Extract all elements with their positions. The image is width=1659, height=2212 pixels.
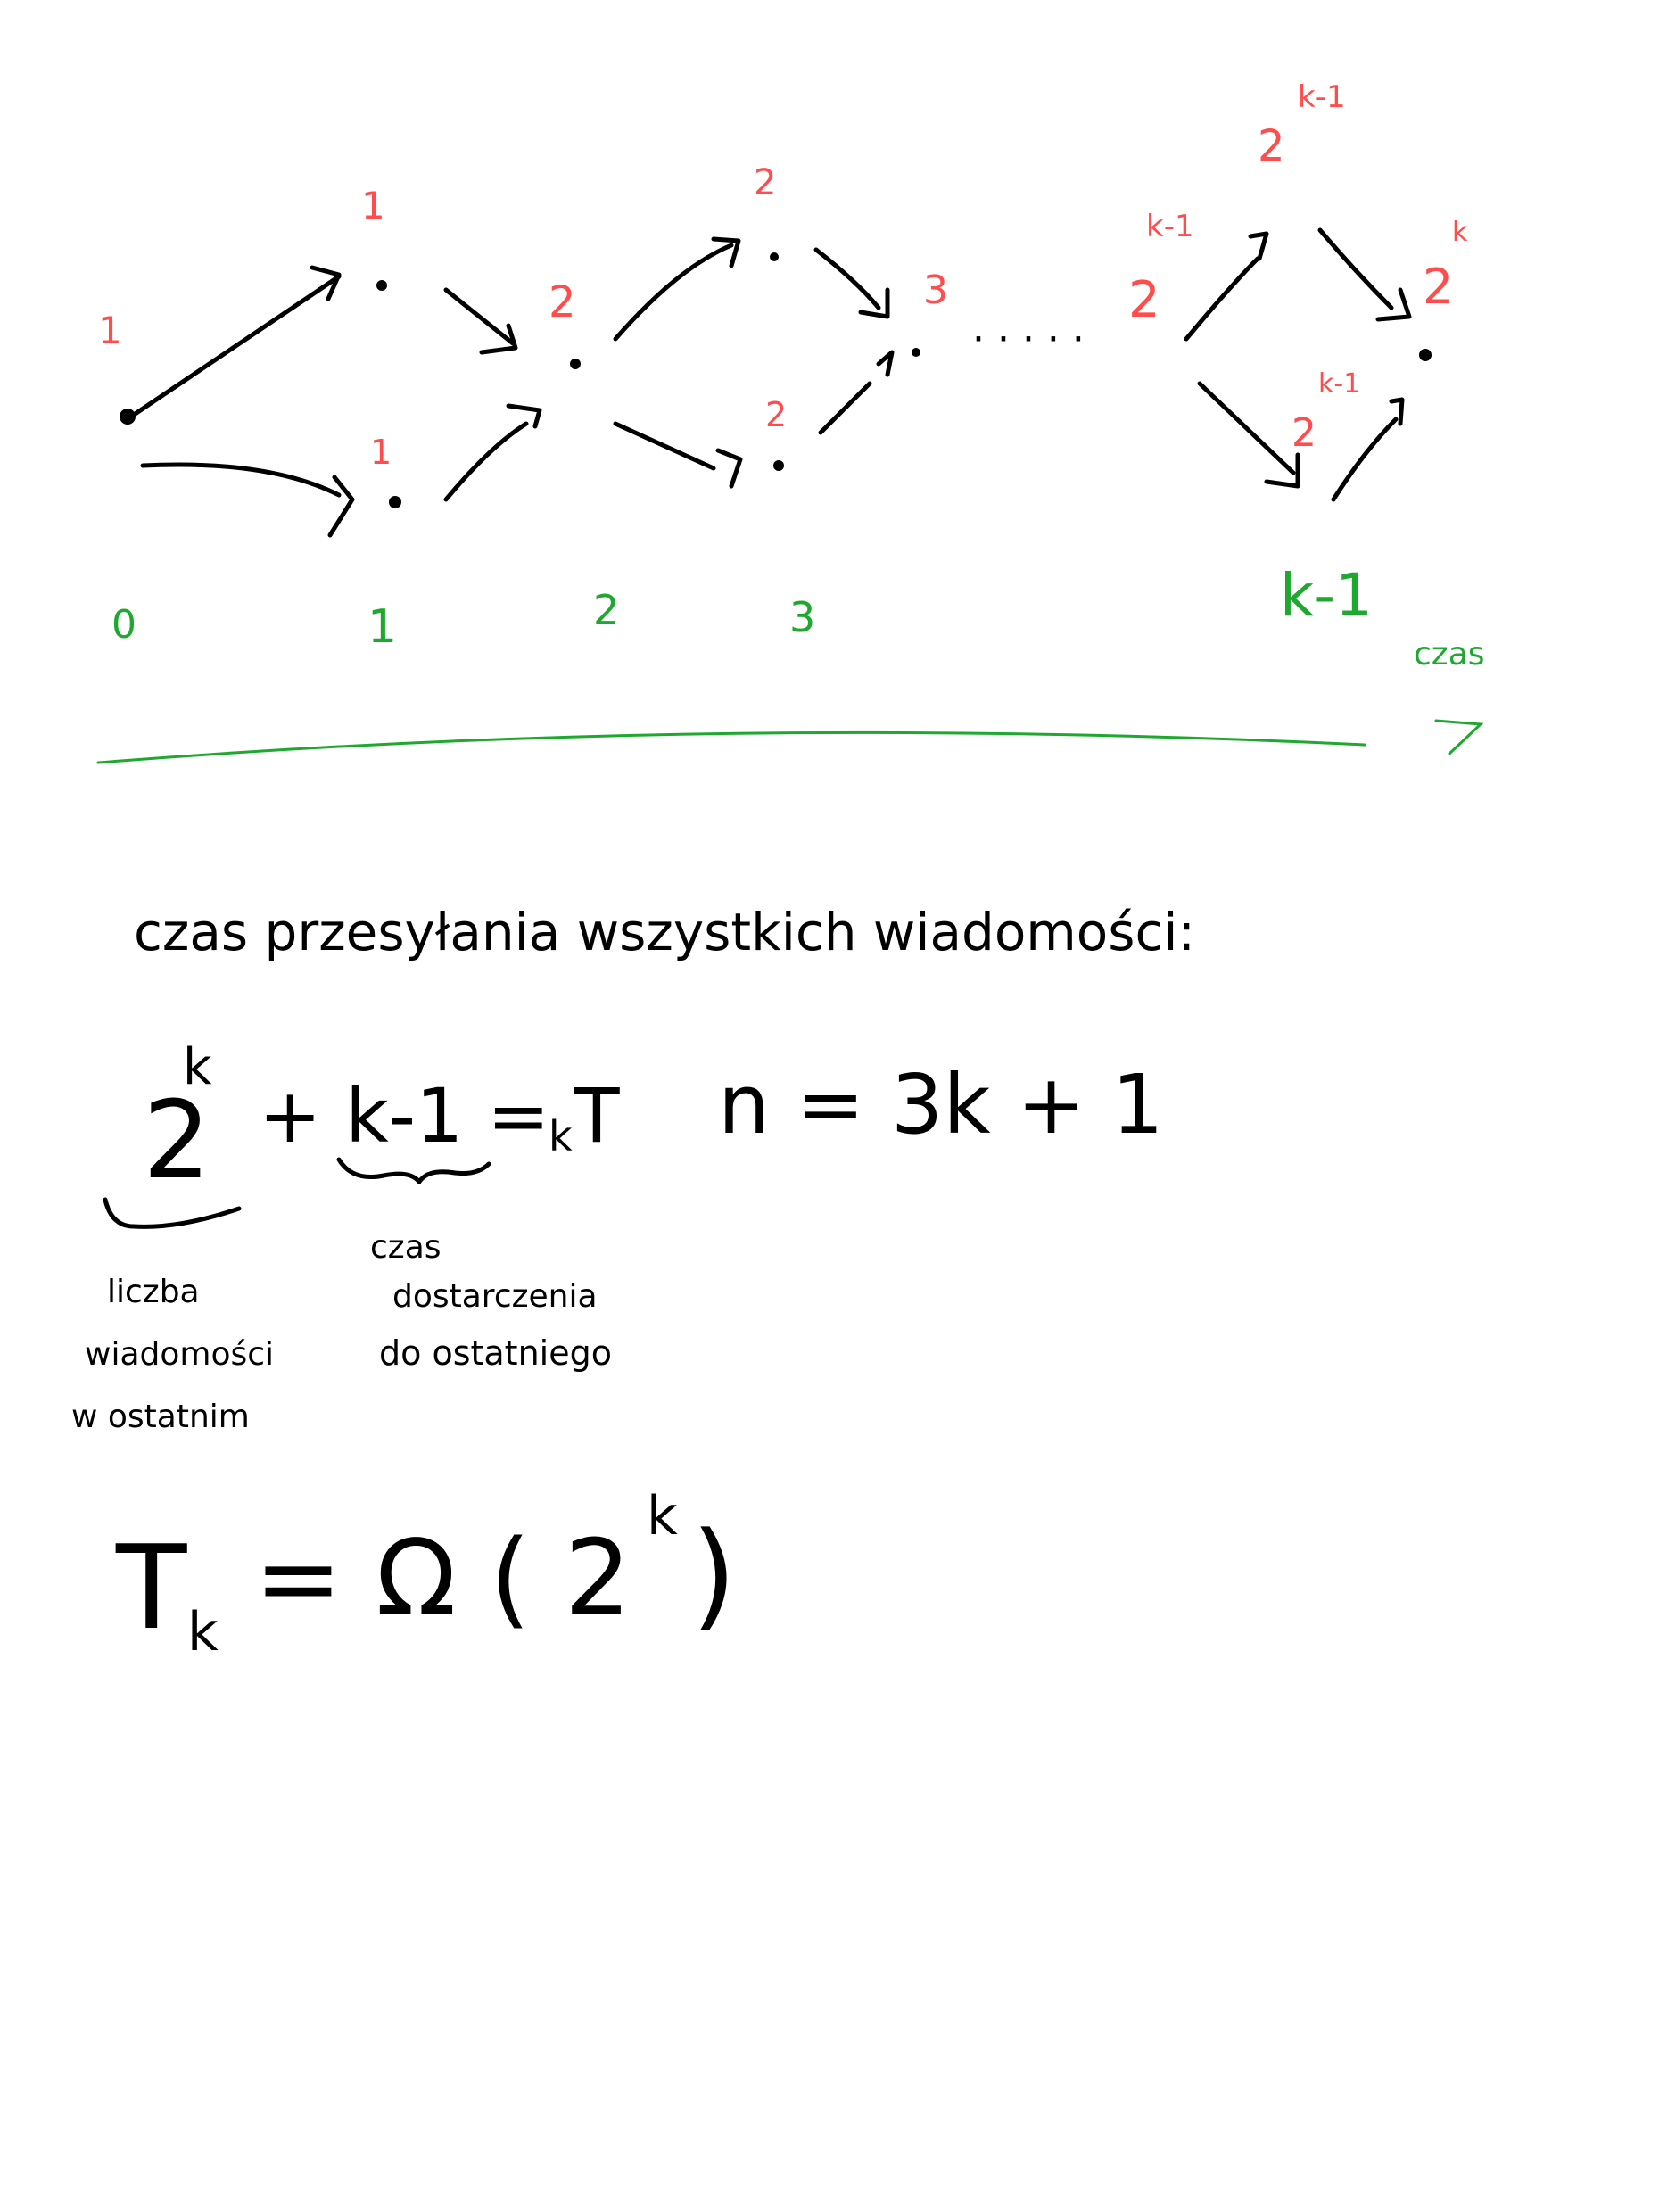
label-bot-exp: k-1 bbox=[1318, 368, 1360, 400]
step-label-1: 1 bbox=[367, 600, 397, 654]
equation-subscript: k bbox=[549, 1112, 573, 1160]
notes: czas przesyłania wszystkich wiadomości: … bbox=[71, 902, 1195, 1663]
arrowhead bbox=[310, 265, 342, 301]
edge-0-1bot bbox=[140, 462, 342, 498]
arrowhead bbox=[858, 287, 890, 319]
label-bot-base: 2 bbox=[1292, 410, 1316, 456]
edge-1bot-2top bbox=[443, 421, 529, 502]
arrowhead bbox=[876, 350, 895, 377]
arrowhead bbox=[327, 475, 355, 538]
node-k-end bbox=[1419, 349, 1432, 361]
label-top-base: 2 bbox=[1258, 121, 1285, 171]
brace2-label-line1: czas bbox=[370, 1229, 442, 1266]
edge-3bot-4 bbox=[818, 381, 872, 435]
arrowhead bbox=[1264, 452, 1300, 489]
node-4 bbox=[912, 348, 920, 357]
edge-0-1top bbox=[131, 274, 342, 417]
edge-top-end bbox=[1317, 227, 1394, 310]
step-label-k-1: k-1 bbox=[1280, 561, 1373, 630]
brace1-label-line3: w ostatnim bbox=[71, 1399, 250, 1435]
label-node-1-top: 1 bbox=[361, 184, 385, 227]
brace-left bbox=[103, 1197, 242, 1229]
time-axis-line bbox=[96, 730, 1366, 764]
label-kstart-base: 2 bbox=[1128, 271, 1160, 329]
n-equation: n = 3k + 1 bbox=[718, 1057, 1164, 1152]
result-lhs-subscript: k bbox=[187, 1601, 219, 1663]
edge-kstart-top bbox=[1184, 256, 1260, 342]
time-axis-label: czas bbox=[1414, 636, 1485, 673]
graph-nodes bbox=[120, 252, 1432, 508]
edge-3top-4 bbox=[813, 247, 881, 310]
edge-1top-2top bbox=[443, 287, 516, 346]
arrowhead bbox=[506, 403, 542, 429]
equation-base: 2 bbox=[143, 1079, 210, 1203]
label-kstart-exp: k-1 bbox=[1146, 209, 1194, 244]
equation-rest: + k-1 = T bbox=[259, 1072, 620, 1160]
node-2-top bbox=[570, 359, 581, 369]
arrowhead bbox=[715, 448, 743, 489]
equation-exponent: k bbox=[183, 1038, 212, 1096]
node-1-bot bbox=[389, 496, 401, 508]
step-label-2: 2 bbox=[593, 586, 619, 634]
caption-text: czas przesyłania wszystkich wiadomości: bbox=[134, 902, 1195, 962]
brace2-label-line2: dostarczenia bbox=[392, 1278, 598, 1315]
step-label-0: 0 bbox=[111, 602, 136, 648]
node-3-top bbox=[770, 252, 779, 261]
time-axis-arrowhead bbox=[1434, 719, 1484, 755]
label-node-3-top: 2 bbox=[754, 162, 776, 203]
edge-kstart-bot bbox=[1197, 381, 1296, 475]
brace1-label-line1: liczba bbox=[107, 1274, 200, 1310]
brace1-label-line2: wiadomości bbox=[85, 1336, 274, 1373]
edge-bot-end bbox=[1331, 417, 1399, 502]
time-axis: 0 1 2 3 k-1 czas bbox=[96, 561, 1485, 764]
label-end-base: 2 bbox=[1423, 259, 1453, 315]
message-count-labels: 1 1 1 2 2 2 3 2 k-1 2 k-1 2 k 2 k-1 bbox=[98, 79, 1468, 472]
edge-2top-3bot bbox=[613, 421, 716, 471]
label-node-0: 1 bbox=[98, 309, 122, 352]
result-rhs: = Ω ( 2 bbox=[254, 1516, 631, 1639]
label-node-1-bot: 1 bbox=[370, 433, 392, 472]
node-0 bbox=[120, 409, 136, 425]
arrowhead bbox=[1389, 397, 1405, 426]
arrowhead bbox=[711, 236, 741, 268]
arrowhead bbox=[1248, 231, 1269, 261]
label-end-exp: k bbox=[1452, 217, 1468, 248]
brace2-label-line3: do ostatniego bbox=[379, 1333, 612, 1373]
arrowhead bbox=[1375, 287, 1412, 322]
node-1-top bbox=[376, 280, 387, 291]
label-top-exp: k-1 bbox=[1298, 79, 1346, 115]
label-node-4: 3 bbox=[923, 268, 948, 313]
node-3-bot bbox=[773, 460, 784, 471]
edge-2top-3top bbox=[613, 243, 734, 342]
result-lhs: T bbox=[115, 1520, 187, 1655]
label-node-3-bot: 2 bbox=[765, 395, 787, 434]
ellipsis: · · · · · bbox=[972, 317, 1085, 362]
result-close-paren: ) bbox=[691, 1506, 737, 1642]
graph-edges bbox=[131, 227, 1412, 538]
label-node-2-top: 2 bbox=[549, 277, 576, 327]
result-rhs-exponent: k bbox=[647, 1485, 678, 1548]
brace-right bbox=[336, 1157, 491, 1184]
arrowhead bbox=[479, 323, 518, 355]
step-label-3: 3 bbox=[789, 593, 815, 641]
